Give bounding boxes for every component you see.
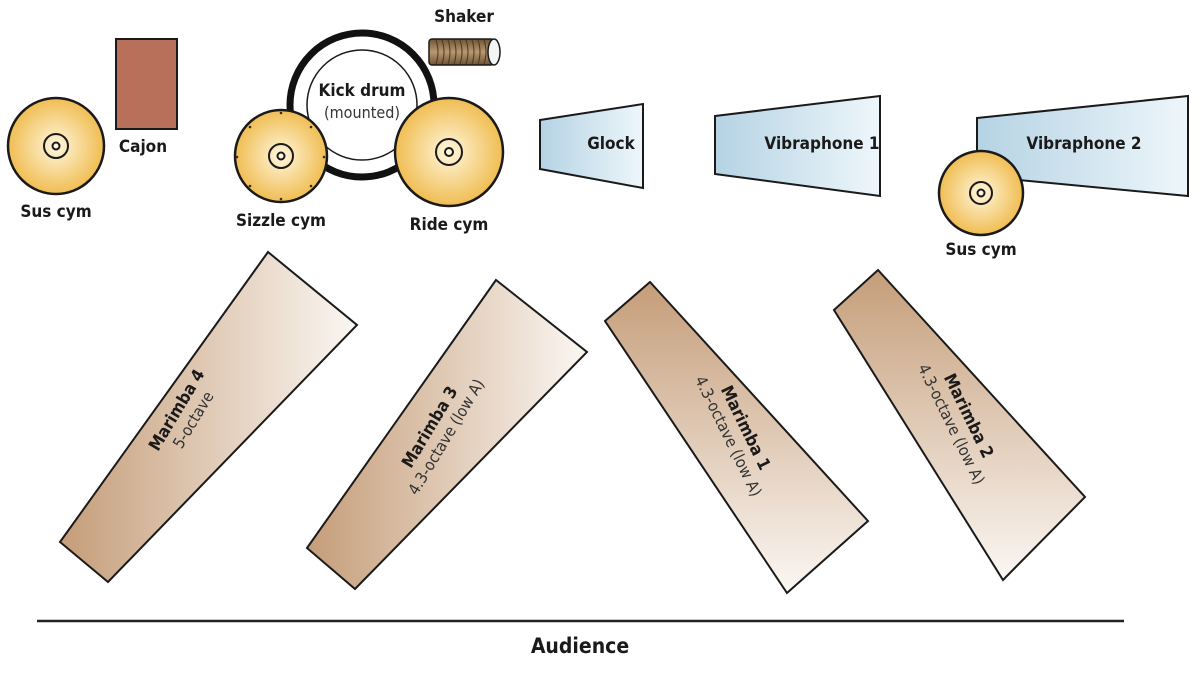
shaker-label: Shaker [434,7,494,27]
vibraphone-2-label: Vibraphone 2 [1026,134,1141,154]
shaker: Shaker [428,7,501,66]
sus-cymbal-left-label: Sus cym [20,202,91,222]
glock-label: Glock [587,134,635,154]
marimba-2: Marimba 2 4.3-octave (low A) [832,268,1087,582]
kick-drum: Kick drum (mounted) [286,29,438,181]
sus-cymbal-right-label: Sus cym [945,240,1016,260]
cymbal-bell-icon [969,181,993,205]
cajon: Cajon [115,38,178,157]
kick-drum-label: Kick drum [319,81,406,101]
audience-label: Audience [531,634,629,658]
marimba-4: Marimba 4 5-octave [58,250,359,584]
cymbal-bell-icon [43,133,69,159]
kick-drum-sublabel: (mounted) [324,103,400,122]
ride-cymbal: Ride cym [393,96,505,235]
glock: Glock [539,102,644,190]
sizzle-cymbal-label: Sizzle cym [236,211,326,231]
cymbal-bell-icon [268,143,294,169]
cajon-label: Cajon [119,137,167,157]
ride-cymbal-label: Ride cym [410,215,489,235]
marimba-1: Marimba 1 4.3-octave (low A) [603,280,870,595]
vibraphone-1-label: Vibraphone 1 [764,134,879,154]
vibraphone-1: Vibraphone 1 [714,94,881,198]
sus-cymbal-right: Sus cym [937,149,1025,260]
sus-cymbal-left: Sus cym [6,96,106,222]
sizzle-cymbal: Sizzle cym [233,108,329,231]
vibraphone-2: Vibraphone 2 [976,94,1189,198]
cymbal-bell-icon [435,138,463,166]
